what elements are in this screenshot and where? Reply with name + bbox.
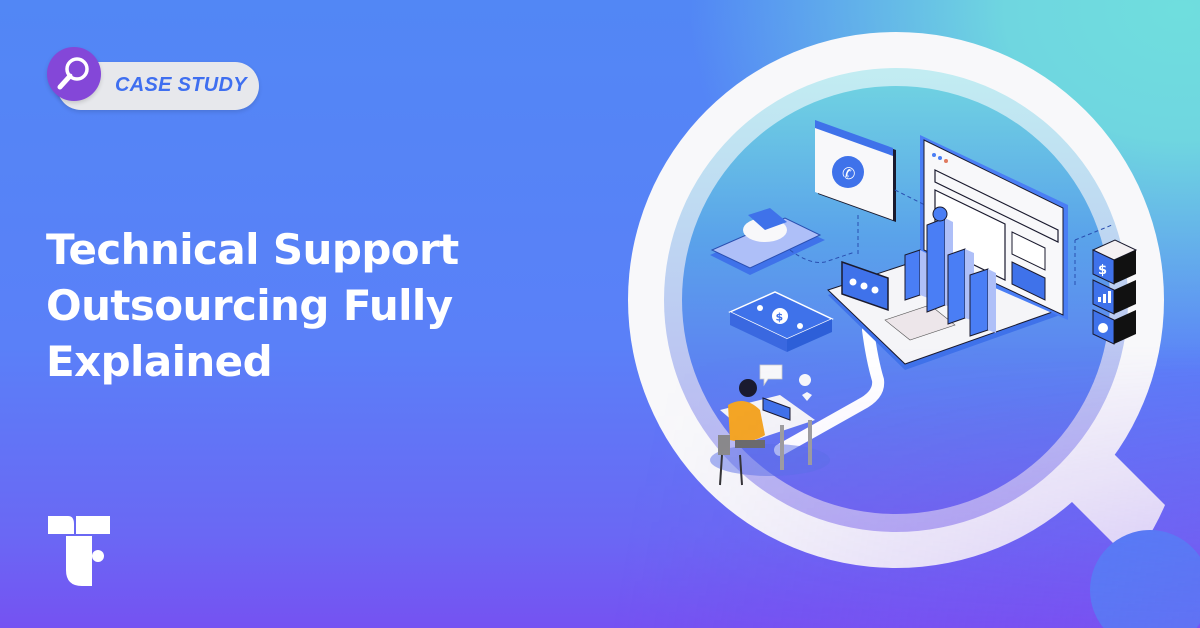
title-line-3: Explained [46, 337, 273, 386]
brand-t-logo-icon [48, 516, 110, 586]
page-title: Technical Support Outsourcing Fully Expl… [46, 222, 566, 390]
server-blocks-icon: $ [1074, 224, 1138, 345]
title-line-2: Outsourcing Fully [46, 281, 453, 330]
bar-chart-icon [904, 206, 996, 337]
pie-chart-tablet-icon [710, 208, 825, 275]
svg-text:$: $ [776, 311, 784, 324]
svg-text:$: $ [1098, 263, 1107, 278]
magnifier-icon [57, 57, 89, 90]
badge-label: CASE STUDY [115, 74, 247, 96]
chat-bubble-icon [841, 260, 889, 312]
support-agent-at-desk-icon [710, 364, 830, 486]
case-study-badge: CASE STUDY [47, 47, 263, 111]
phone-call-window-icon: ✆ [815, 120, 896, 222]
badge-icon-circle [47, 47, 101, 101]
cash-stack-icon: $ [728, 291, 834, 352]
svg-text:✆: ✆ [842, 164, 855, 183]
title-line-1: Technical Support [46, 225, 459, 274]
